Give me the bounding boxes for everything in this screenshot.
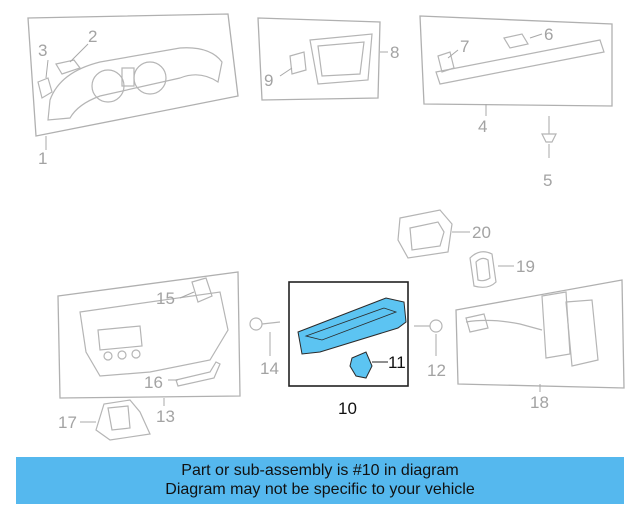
exploded-parts-diagram: 3 2 1 8 9 6 7 4 xyxy=(27,13,625,441)
part-13-lower-panel xyxy=(79,291,229,377)
part-12-bolt: 12 xyxy=(414,319,446,380)
group-1-instrument-trim: 3 2 1 xyxy=(27,13,239,168)
part-18-latch-side xyxy=(565,299,599,367)
panel-knob-3 xyxy=(131,349,141,359)
part-1-trim-bezel xyxy=(47,47,223,121)
banner-line-2: Diagram may not be specific to your vehi… xyxy=(165,481,475,498)
panel-knob-1 xyxy=(103,351,113,361)
leader-3 xyxy=(45,59,49,79)
bracket-17-outline xyxy=(95,399,151,441)
group-box-8 xyxy=(257,17,381,101)
screw-5-head xyxy=(541,133,557,143)
callout-8: 8 xyxy=(390,43,399,62)
callout-15: 15 xyxy=(156,289,175,308)
callout-19: 19 xyxy=(516,257,535,276)
callout-6: 6 xyxy=(544,25,553,44)
callout-10: 10 xyxy=(338,399,357,418)
part-8-display-bezel xyxy=(309,33,373,85)
callout-11: 11 xyxy=(388,353,406,372)
callout-9: 9 xyxy=(264,71,273,90)
group-13-lower-panel: 15 16 13 xyxy=(57,271,241,426)
gauge-opening-left xyxy=(91,69,125,103)
callout-13: 13 xyxy=(156,407,175,426)
part-11-clip[interactable] xyxy=(349,351,373,379)
pad-19-outline xyxy=(469,251,497,288)
part-18-cable xyxy=(465,319,543,331)
part-3-clip xyxy=(37,77,53,99)
info-banner: Part or sub-assembly is #10 in diagram D… xyxy=(16,457,624,504)
part-8-display-inner xyxy=(317,41,365,77)
gauge-opening-right xyxy=(133,61,167,95)
leader-2 xyxy=(69,43,89,63)
part-19-pad: 19 xyxy=(469,251,535,288)
leader-6 xyxy=(529,33,543,39)
callout-17: 17 xyxy=(58,413,77,432)
part-15-bracket xyxy=(191,277,213,303)
group-18-latch: 18 xyxy=(455,279,625,412)
part-9-clip xyxy=(289,51,307,75)
part-20-bracket: 20 xyxy=(397,209,491,259)
part-5-screw: 5 xyxy=(541,116,557,190)
callout-1: 1 xyxy=(38,149,47,168)
panel-knob-2 xyxy=(117,350,127,360)
callout-7: 7 xyxy=(460,37,469,56)
gauge-center-slot xyxy=(121,67,135,87)
callout-20: 20 xyxy=(472,223,491,242)
group-4-trim-strip: 6 7 4 xyxy=(419,15,613,136)
bolt-12-head xyxy=(429,319,443,333)
group-box-1 xyxy=(27,13,239,137)
part-14-bolt: 14 xyxy=(249,317,281,378)
callout-3: 3 xyxy=(38,41,47,60)
part-7-clip xyxy=(437,51,455,73)
group-box-13 xyxy=(57,271,241,399)
group-10-highlighted[interactable]: 11 10 xyxy=(288,281,409,418)
callout-2: 2 xyxy=(88,27,97,46)
part-10-support-rib xyxy=(304,307,398,341)
leader-9 xyxy=(279,67,293,77)
group-8-display: 8 9 xyxy=(257,17,399,101)
part-17-bracket: 17 xyxy=(58,399,151,441)
group-box-4 xyxy=(419,15,613,107)
part-18-cable-end xyxy=(465,313,489,333)
part-18-latch-body xyxy=(541,291,571,359)
pad-19-inner xyxy=(475,257,491,282)
bracket-17-inner xyxy=(107,405,131,431)
banner-line-1: Part or sub-assembly is #10 in diagram xyxy=(181,462,459,479)
bolt-14-shank xyxy=(261,321,281,325)
bolt-14-head xyxy=(249,317,263,331)
callout-16: 16 xyxy=(144,373,163,392)
part-13-panel-cutout xyxy=(97,325,143,351)
bracket-20-inner xyxy=(409,221,445,251)
callout-4: 4 xyxy=(478,117,487,136)
part-6-clip xyxy=(503,33,529,49)
callout-18: 18 xyxy=(530,393,549,412)
leader-7 xyxy=(447,49,459,59)
part-2-clip xyxy=(55,59,81,75)
callout-5: 5 xyxy=(543,171,552,190)
part-4-trim-strip xyxy=(435,39,605,85)
callout-12: 12 xyxy=(427,361,446,380)
group-box-10 xyxy=(288,281,409,387)
part-16-rod xyxy=(175,361,221,387)
group-box-18 xyxy=(455,279,625,389)
bracket-20-outline xyxy=(397,209,453,259)
part-10-support-bracket[interactable] xyxy=(297,297,407,355)
callout-14: 14 xyxy=(260,359,279,378)
leader-15 xyxy=(179,291,195,299)
